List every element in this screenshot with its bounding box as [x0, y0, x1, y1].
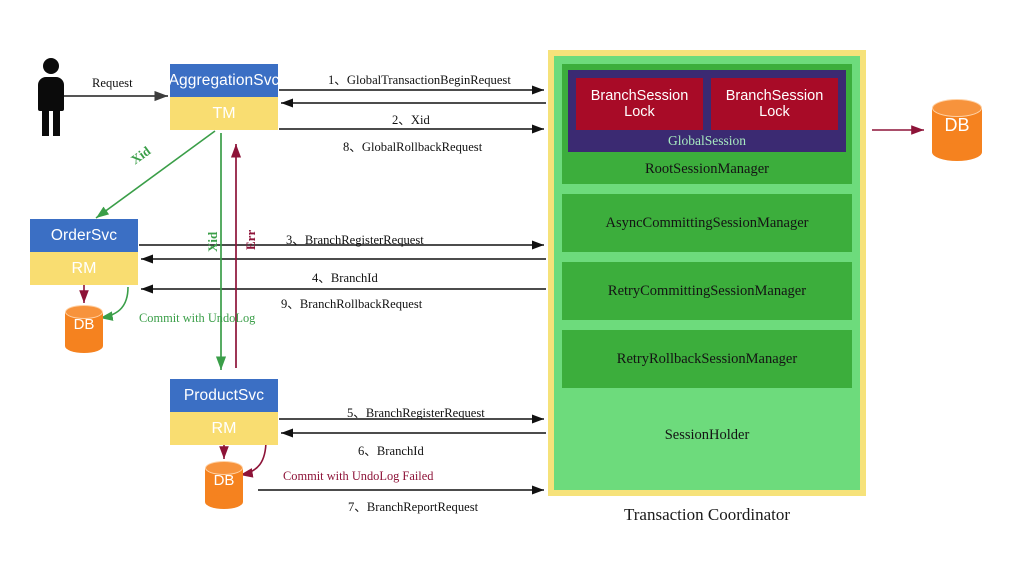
service-product-title: ProductSvc	[170, 379, 278, 412]
db-product-label: DB	[213, 472, 235, 489]
db-top	[65, 305, 103, 319]
tc-inner-panel: BranchSession Lock BranchSession Lock Gl…	[554, 56, 860, 490]
branch-session-lock-2-label: BranchSession Lock	[725, 87, 824, 120]
global-session: BranchSession Lock BranchSession Lock Gl…	[568, 70, 846, 152]
service-product[interactable]: ProductSvc RM	[170, 379, 278, 445]
service-aggregation-title: AggregationSvc	[169, 64, 279, 97]
branch-session-lock-1[interactable]: BranchSession Lock	[576, 78, 703, 130]
database-order: DB	[65, 305, 103, 353]
message-label-8: 8、GlobalRollbackRequest	[343, 140, 483, 154]
retry-committing-session-manager[interactable]: RetryCommittingSessionManager	[562, 262, 852, 320]
branch-session-row: BranchSession Lock BranchSession Lock	[576, 78, 838, 130]
message-label-7: 7、BranchReportRequest	[348, 500, 479, 514]
user-leg-left-icon	[42, 108, 49, 136]
service-order-title: OrderSvc	[30, 219, 138, 252]
message-label-4: 4、BranchId	[312, 271, 378, 285]
tc-gap	[562, 252, 852, 262]
xid-diagonal-label: Xid	[128, 143, 154, 168]
user-figure	[32, 58, 68, 136]
transaction-coordinator: BranchSession Lock BranchSession Lock Gl…	[548, 50, 866, 496]
user-leg-right-icon	[53, 108, 60, 136]
root-session-manager[interactable]: BranchSession Lock BranchSession Lock Gl…	[562, 64, 852, 184]
wire-order-commit	[99, 286, 129, 321]
db-bottom	[65, 339, 103, 353]
service-order[interactable]: OrderSvc RM	[30, 219, 138, 285]
db-top	[205, 461, 243, 475]
session-holder[interactable]: SessionHolder	[562, 388, 852, 482]
db-tc-label: DB	[944, 115, 970, 135]
retry-committing-session-manager-label: RetryCommittingSessionManager	[607, 282, 807, 299]
service-aggregation[interactable]: AggregationSvc TM	[169, 64, 279, 130]
user-body-icon	[38, 77, 64, 111]
service-product-role: RM	[170, 412, 278, 445]
root-session-manager-label: RootSessionManager	[644, 161, 770, 177]
message-label-2: 2、Xid	[392, 113, 430, 127]
message-label-6: 6、BranchId	[358, 444, 424, 458]
db-bottom	[932, 143, 982, 161]
retry-rollback-session-manager-label: RetryRollbackSessionManager	[616, 350, 798, 367]
message-label-5: 5、BranchRegisterRequest	[347, 406, 485, 420]
commit-product-failed-label: Commit with UndoLog Failed	[283, 469, 434, 483]
transaction-coordinator-caption: Transaction Coordinator	[623, 505, 791, 524]
db-top	[932, 99, 982, 117]
wire-product-commit-failed	[239, 439, 267, 478]
message-label-1: 1、GlobalTransactionBeginRequest	[328, 73, 511, 87]
branch-session-lock-1-label: BranchSession Lock	[590, 87, 689, 120]
message-label-3: 3、BranchRegisterRequest	[286, 233, 424, 247]
tc-gap	[562, 184, 852, 194]
db-bottom	[205, 495, 243, 509]
service-aggregation-role: TM	[170, 97, 278, 130]
global-session-label: GlobalSession	[667, 133, 746, 148]
retry-rollback-session-manager[interactable]: RetryRollbackSessionManager	[562, 330, 852, 388]
async-committing-session-manager[interactable]: AsyncCommittingSessionManager	[562, 194, 852, 252]
xid-vertical-label: Xid	[205, 231, 220, 252]
wire-xid-diagonal	[95, 130, 216, 219]
request-label: Request	[92, 76, 133, 90]
service-order-role: RM	[30, 252, 138, 285]
err-vertical-label: Err	[243, 229, 258, 250]
session-holder-label: SessionHolder	[664, 426, 750, 443]
database-product: DB	[205, 461, 243, 509]
db-order-label: DB	[73, 316, 95, 333]
database-tc: DB	[932, 99, 982, 161]
message-label-9: 9、BranchRollbackRequest	[281, 297, 423, 311]
user-head-icon	[43, 58, 59, 74]
async-committing-session-manager-label: AsyncCommittingSessionManager	[605, 214, 809, 231]
branch-session-lock-2[interactable]: BranchSession Lock	[711, 78, 838, 130]
tc-gap	[562, 320, 852, 330]
commit-order-label: Commit with UndoLog	[139, 311, 256, 325]
